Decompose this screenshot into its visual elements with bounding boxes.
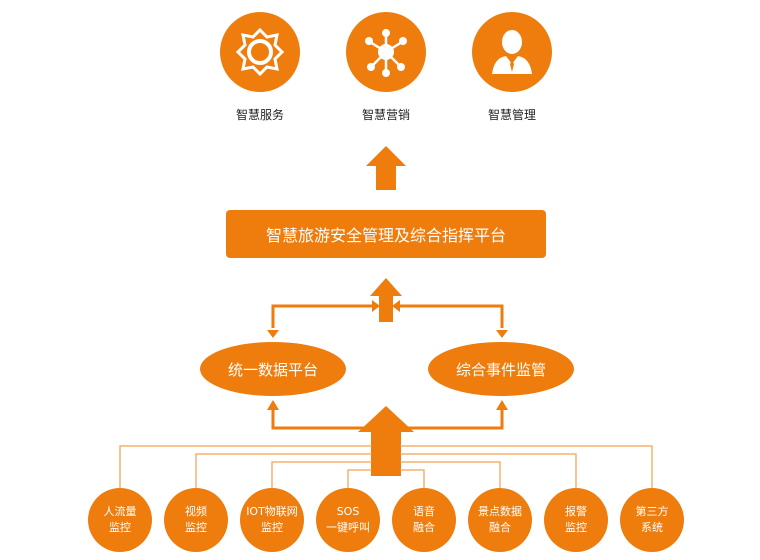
unified-data-platform: 统一数据平台	[200, 342, 346, 396]
source-line1: 视频	[185, 505, 207, 518]
source-line2: 监控	[261, 521, 283, 534]
left-upper-connector	[271, 304, 372, 328]
source-line-8	[400, 445, 653, 488]
source-line1: 语音	[413, 505, 435, 518]
up-arrow-top	[366, 146, 406, 190]
manager-icon	[492, 30, 532, 74]
network-icon	[365, 29, 407, 77]
source-line1: 人流量	[103, 505, 137, 518]
source-line2: 融合	[489, 521, 511, 534]
left-lower-connector	[271, 408, 372, 430]
smart-management-circle	[472, 12, 552, 92]
event-supervision: 综合事件监管	[428, 342, 574, 396]
source-alarm: 报警 监控	[544, 488, 608, 552]
source-video: 视频 监控	[164, 488, 228, 552]
source-line-7	[400, 453, 577, 488]
command-platform-box: 智慧旅游安全管理及综合指挥平台	[226, 210, 546, 258]
right-lower-connector	[400, 408, 504, 430]
source-third-party: 第三方 系统	[620, 488, 684, 552]
unified-data-label: 统一数据平台	[227, 360, 318, 379]
right-upper-connector	[400, 304, 504, 328]
source-iot: IOT物联网 监控	[240, 488, 304, 552]
source-line1: SOS	[336, 505, 360, 518]
source-line2: 监控	[185, 521, 207, 534]
source-scenic-data: 景点数据 融合	[468, 488, 532, 552]
top-label-1: 智慧服务	[235, 108, 284, 122]
source-voice: 语音 融合	[392, 488, 456, 552]
source-line-5	[400, 469, 425, 488]
source-line2: 一键呼叫	[326, 521, 370, 534]
up-arrow-bottom	[358, 406, 414, 476]
source-line-2	[195, 453, 372, 488]
source-line-4	[347, 469, 372, 488]
source-line2: 监控	[109, 521, 131, 534]
top-label-3: 智慧管理	[487, 108, 536, 122]
source-sos: SOS 一键呼叫	[316, 488, 380, 552]
gear-icon	[235, 27, 285, 77]
source-people-flow: 人流量 监控	[88, 488, 152, 552]
event-supervision-label: 综合事件监管	[455, 360, 546, 379]
source-line1: IOT物联网	[246, 505, 298, 518]
top-label-2: 智慧营销	[361, 108, 410, 122]
source-line2: 系统	[641, 521, 663, 534]
source-line2: 监控	[565, 521, 587, 534]
source-line2: 融合	[413, 521, 435, 534]
source-line1: 景点数据	[478, 505, 522, 518]
source-line1: 报警	[565, 505, 587, 518]
source-line-1	[119, 445, 372, 488]
source-line-6	[400, 461, 501, 488]
smart-marketing-circle	[346, 12, 426, 92]
platform-label: 智慧旅游安全管理及综合指挥平台	[265, 226, 506, 245]
up-arrow-middle	[370, 278, 402, 322]
source-line1: 第三方	[635, 505, 669, 518]
smart-service-circle	[220, 12, 300, 92]
source-line-3	[271, 461, 372, 488]
